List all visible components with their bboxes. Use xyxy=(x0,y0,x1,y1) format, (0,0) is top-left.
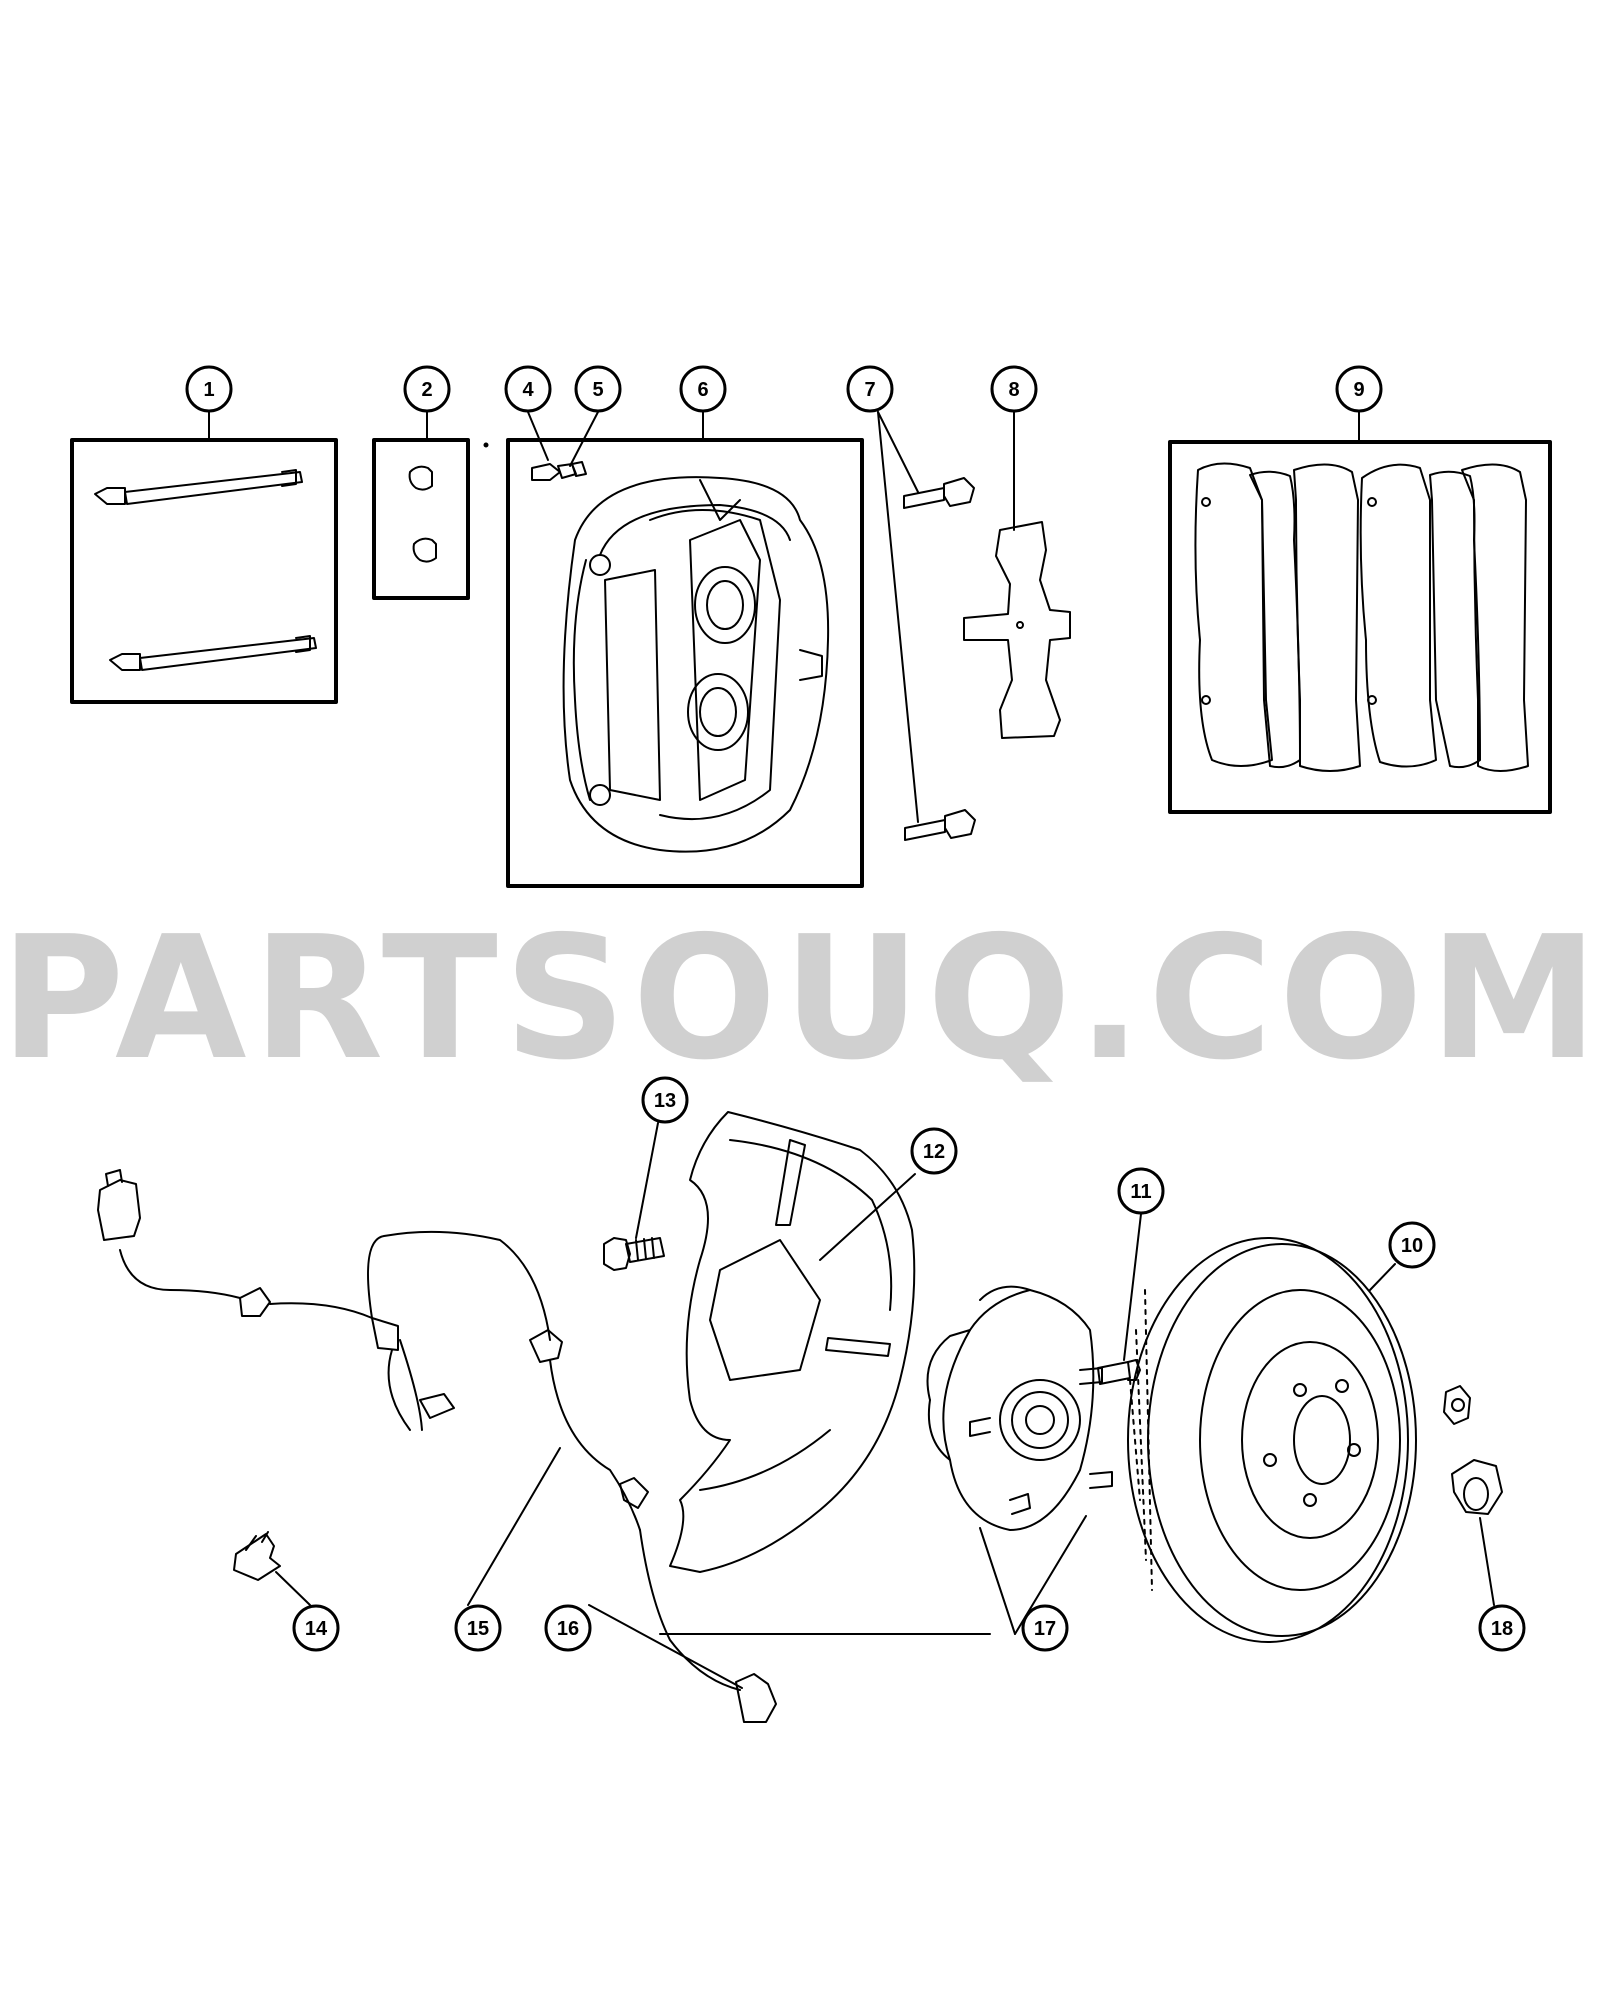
callout-label-2: 2 xyxy=(421,379,432,401)
callout-13 xyxy=(641,1076,689,1124)
callout-1 xyxy=(185,365,233,413)
hub-nut xyxy=(1451,1459,1503,1515)
anti-rattle-clip xyxy=(963,521,1071,739)
callout-label-14: 14 xyxy=(305,1618,328,1640)
leader-12 xyxy=(819,1173,916,1261)
retaining-clip xyxy=(233,1531,281,1581)
callout-6 xyxy=(679,365,727,413)
wheel-sensor-harness xyxy=(97,1169,777,1723)
callout-17 xyxy=(1021,1604,1069,1652)
shield-bolt xyxy=(603,1237,665,1271)
watermark: PARTSOUQ.COM xyxy=(0,900,1600,1098)
callout-label-18: 18 xyxy=(1491,1618,1513,1640)
callout-16 xyxy=(544,1604,592,1652)
leader-4 xyxy=(527,411,549,461)
callout-label-16: 16 xyxy=(557,1618,579,1640)
callout-15 xyxy=(454,1604,502,1652)
callout-label-7: 7 xyxy=(864,379,875,401)
bleeder-screw xyxy=(531,461,587,481)
callout-14 xyxy=(292,1604,340,1652)
guide-pin-top xyxy=(94,469,303,505)
callout-12 xyxy=(910,1127,958,1175)
caliper-bolt-top xyxy=(903,477,975,509)
guide-pin-bottom xyxy=(109,635,317,671)
bushing-top xyxy=(408,465,433,491)
brake-rotor xyxy=(1127,1237,1417,1643)
leader-16 xyxy=(588,1604,743,1689)
leader-17a xyxy=(979,1527,1016,1635)
callout-8 xyxy=(990,365,1038,413)
leader-15 xyxy=(467,1447,561,1606)
bushing-box xyxy=(372,438,470,600)
callout-label-9: 9 xyxy=(1353,379,1364,401)
callout-5 xyxy=(574,365,622,413)
callout-9 xyxy=(1335,365,1383,413)
leader-13 xyxy=(635,1122,659,1239)
callout-label-4: 4 xyxy=(522,379,534,401)
callout-7 xyxy=(846,365,894,413)
pad-4 xyxy=(1359,463,1437,768)
caliper-box xyxy=(506,438,864,888)
pad-5 xyxy=(1429,470,1481,769)
callout-4 xyxy=(504,365,552,413)
leader-10 xyxy=(1369,1263,1396,1291)
leader-7a xyxy=(877,411,919,493)
splash-shield xyxy=(669,1111,916,1573)
callout-18 xyxy=(1478,1604,1526,1652)
callout-2 xyxy=(403,365,451,413)
pad-6 xyxy=(1461,463,1529,772)
callout-11 xyxy=(1117,1167,1165,1215)
callout-label-10: 10 xyxy=(1401,1235,1423,1257)
callout-label-8: 8 xyxy=(1008,379,1019,401)
hub-bearing xyxy=(926,1285,1113,1531)
callout-label-13: 13 xyxy=(654,1090,676,1112)
leader-7b xyxy=(877,411,919,823)
leader-5 xyxy=(569,411,599,467)
hub-washer xyxy=(1443,1385,1471,1425)
pad-2 xyxy=(1249,470,1301,769)
leader-18 xyxy=(1479,1517,1495,1606)
callout-label-17: 17 xyxy=(1034,1618,1056,1640)
callout-label-5: 5 xyxy=(592,379,603,401)
leader-14 xyxy=(275,1571,311,1606)
pad-3 xyxy=(1293,463,1361,772)
caliper-bolt-bottom xyxy=(904,809,976,841)
callout-label-15: 15 xyxy=(467,1618,489,1640)
pad-1 xyxy=(1194,462,1273,767)
callout-10 xyxy=(1388,1221,1436,1269)
callout-label-6: 6 xyxy=(697,379,708,401)
bushing-bottom xyxy=(412,537,437,563)
guide-pin-box xyxy=(70,438,338,704)
leader-11 xyxy=(1123,1213,1142,1361)
caliper xyxy=(562,476,830,853)
callout-label-12: 12 xyxy=(923,1141,945,1163)
callout-label-1: 1 xyxy=(203,379,214,401)
callout-label-11: 11 xyxy=(1130,1181,1151,1203)
